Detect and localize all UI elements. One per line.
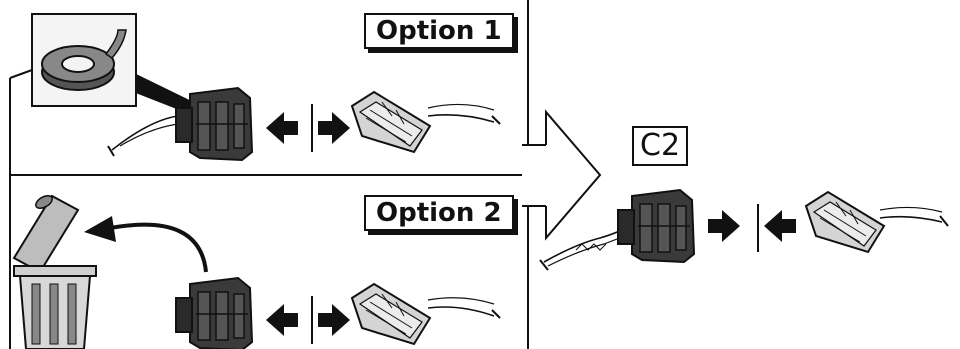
option-1-connectors <box>107 87 501 161</box>
arrow-icon <box>266 304 298 336</box>
arrow-icon <box>708 210 740 242</box>
tape-roll-icon <box>41 29 127 91</box>
arrow-icon <box>318 112 350 144</box>
connector-icon <box>805 191 885 253</box>
connector-icon <box>175 277 253 349</box>
frame-lines <box>9 0 602 349</box>
connector-icon <box>617 189 695 263</box>
connector-icon <box>351 91 431 153</box>
arrow-icon <box>318 304 350 336</box>
tape-callout <box>31 13 220 126</box>
connector-icon <box>175 87 253 161</box>
arrow-icon <box>266 112 298 144</box>
trash-can-icon <box>12 194 97 349</box>
arrow-icon <box>764 210 796 242</box>
discard-arrow <box>84 216 208 273</box>
connector-icon <box>351 283 431 345</box>
result-connectors <box>539 189 949 271</box>
option-2-label: Option 2 <box>364 195 514 231</box>
option-1-label: Option 1 <box>364 13 514 49</box>
option-2-connectors <box>175 277 501 349</box>
connector-c2-label: C2 <box>632 126 689 166</box>
